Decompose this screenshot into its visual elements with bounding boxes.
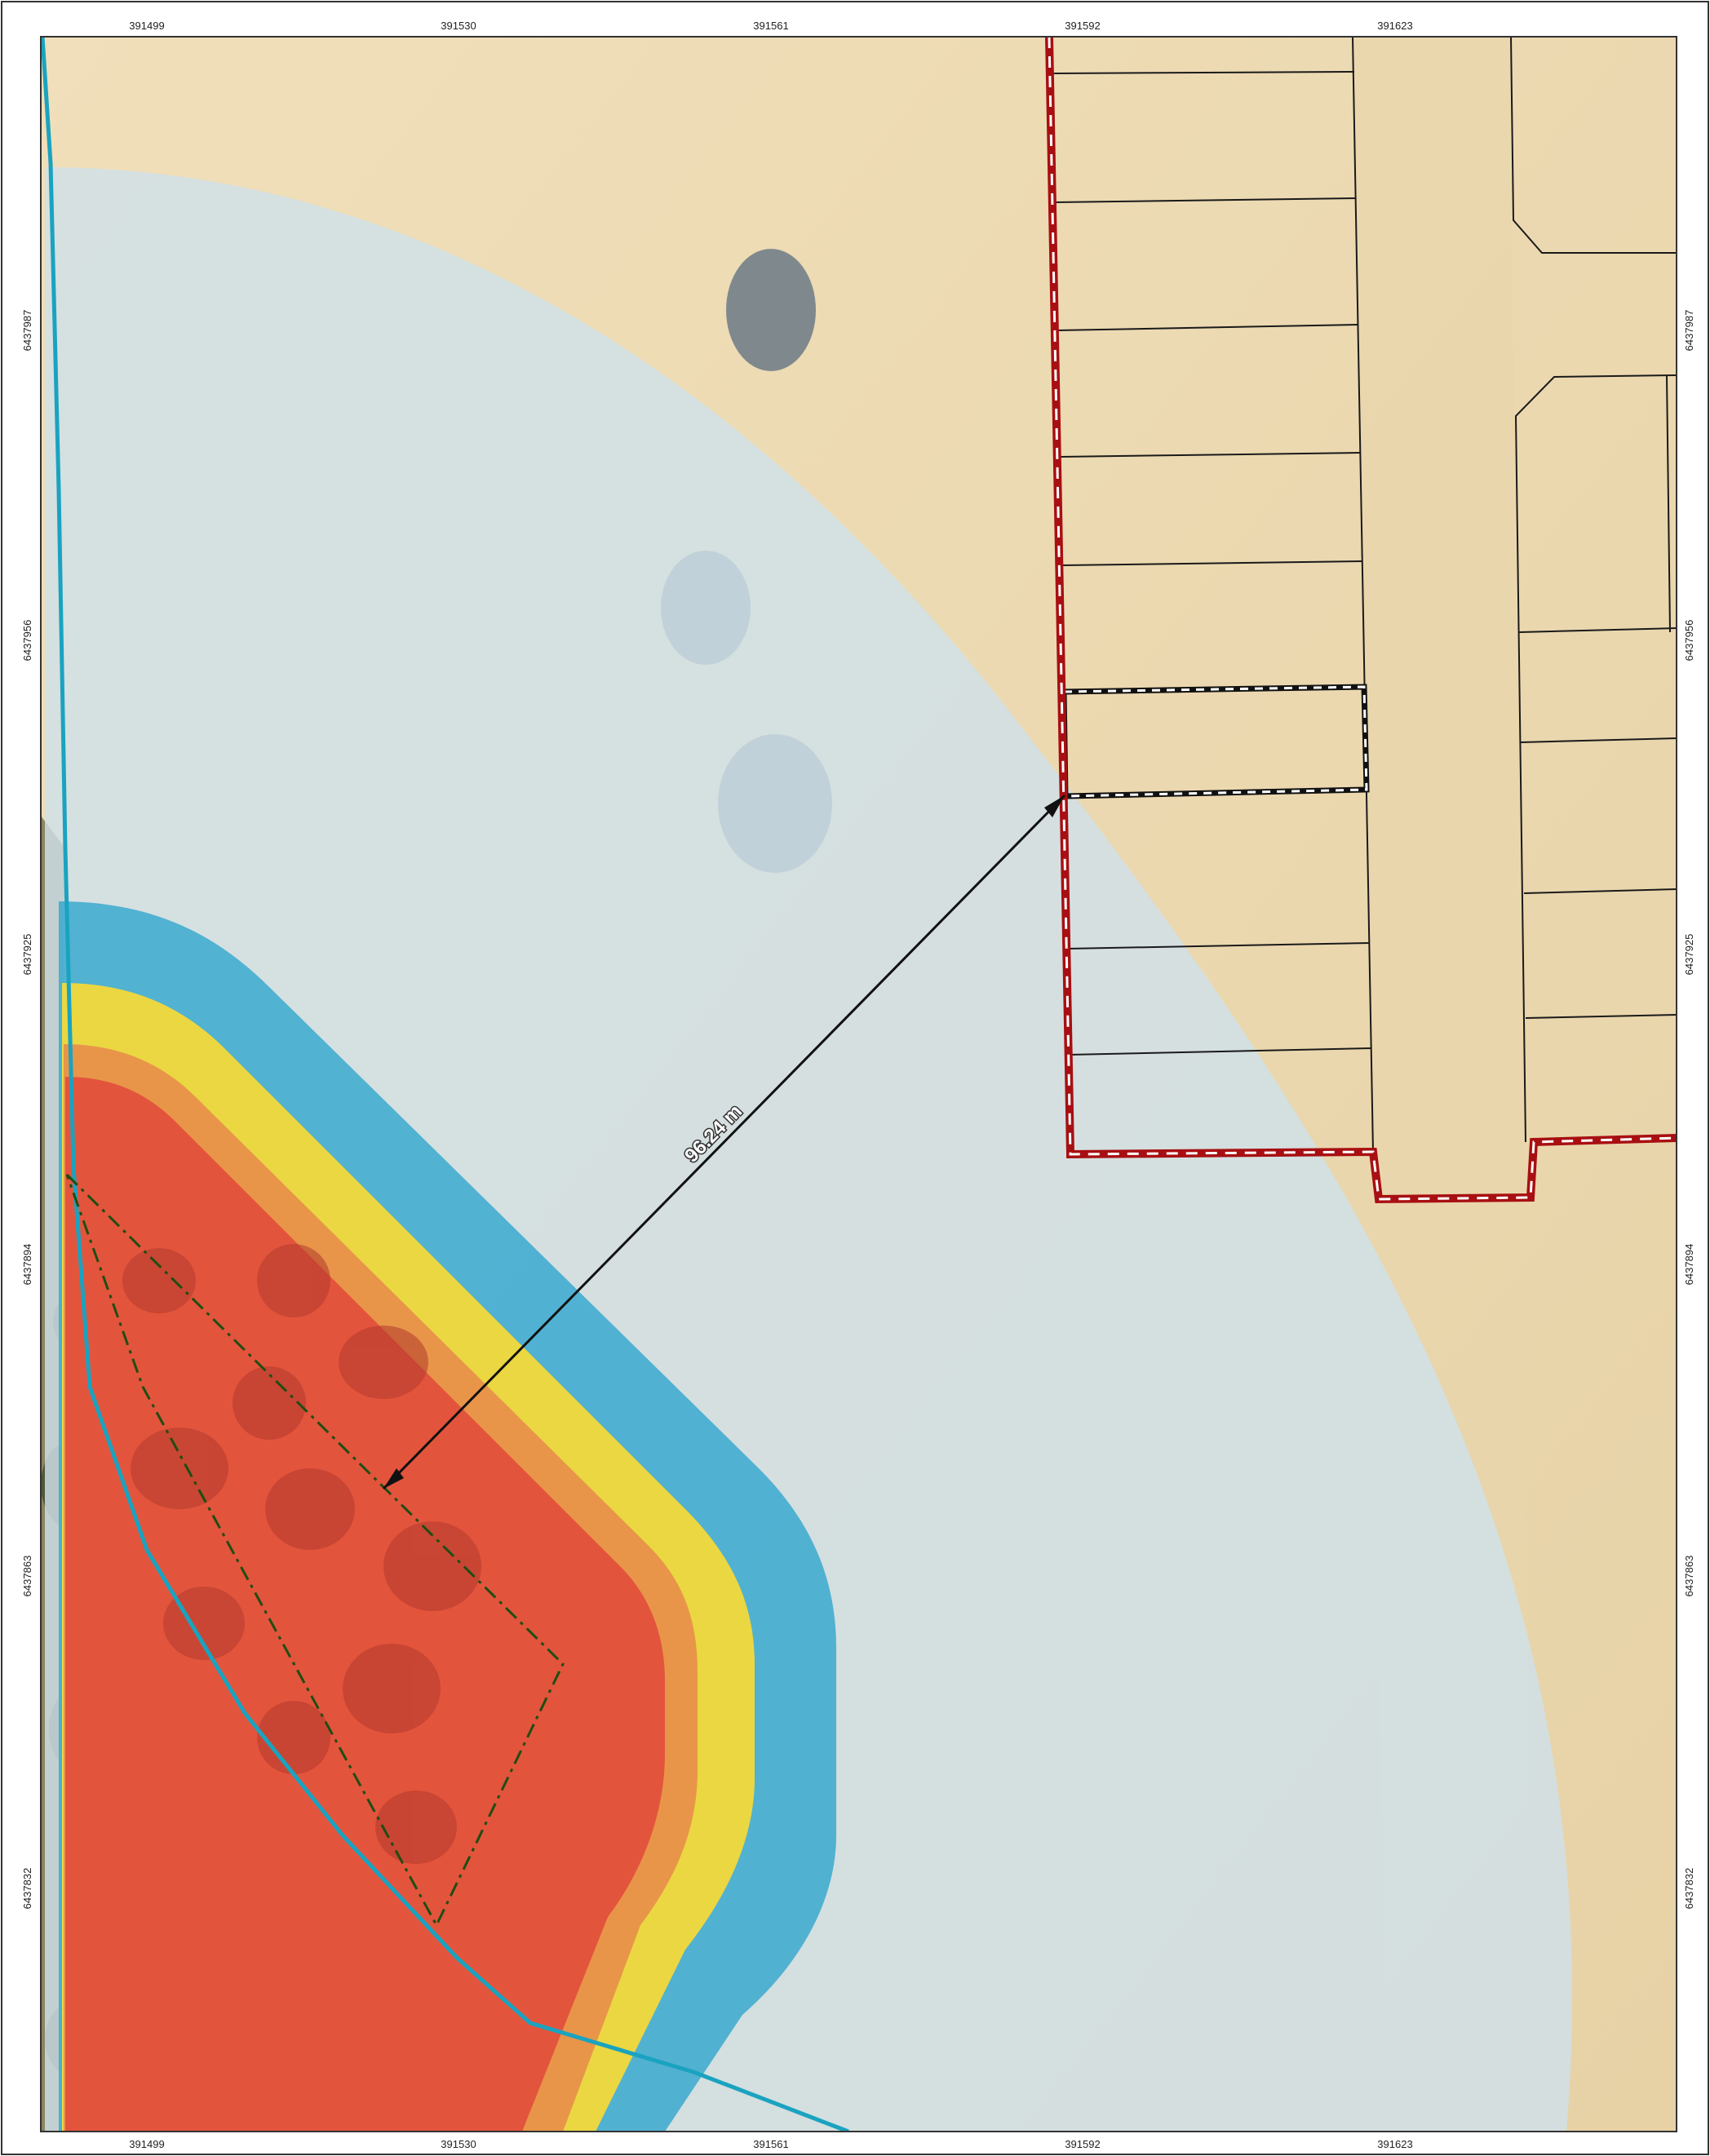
development-boundary [1045,37,1677,1204]
grid-label-top-x: 391499 [129,20,164,32]
grid-label-left-y: 6437863 [21,1556,33,1597]
grid-label-bottom-x: 391561 [753,2138,788,2150]
grid-label-left-y: 6437894 [21,1244,33,1286]
grid-label-left-y: 6437832 [21,1868,33,1910]
grid-label-left-y: 6437987 [21,310,33,352]
red-band-trees [122,1244,481,1864]
grid-label-bottom-x: 391530 [441,2138,476,2150]
map-neatline [40,36,1677,2132]
grid-label-right-y: 6437987 [1683,310,1695,352]
grid-label-right-y: 6437894 [1683,1244,1695,1286]
grid-label-right-y: 6437832 [1683,1868,1695,1910]
classified-vegetation-outline [65,1173,565,1928]
grid-label-left-y: 6437925 [21,934,33,976]
grid-label-bottom-x: 391623 [1377,2138,1412,2150]
cadastral-boundary-west [41,37,849,2132]
grid-label-right-y: 6437925 [1683,934,1695,976]
grid-label-right-y: 6437863 [1683,1556,1695,1597]
distance-measurement [382,794,1066,1490]
lot-lines [1052,37,1677,1153]
grid-label-top-x: 391623 [1377,20,1412,32]
grid-label-bottom-x: 391499 [129,2138,164,2150]
bal-band-red [65,1077,665,2132]
grid-label-top-x: 391592 [1065,20,1100,32]
grid-label-top-x: 391561 [753,20,788,32]
grid-label-top-x: 391530 [441,20,476,32]
grid-label-right-y: 6437956 [1683,620,1695,662]
grid-label-bottom-x: 391592 [1065,2138,1100,2150]
grid-label-left-y: 6437956 [21,620,33,662]
